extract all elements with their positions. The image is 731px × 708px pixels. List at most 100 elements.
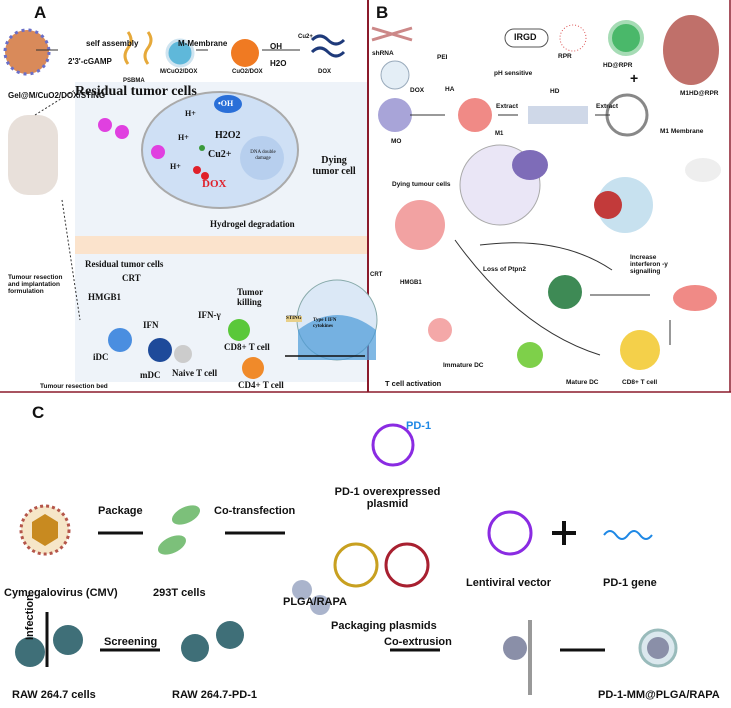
dox-molecule — [201, 172, 209, 180]
tumor-cluster — [597, 177, 653, 233]
oh-radical-label: •OH — [218, 99, 234, 108]
oh-cloud — [214, 95, 242, 113]
293t-cells-label: 293T cells — [153, 587, 206, 599]
gel-sphere — [5, 30, 49, 74]
pd1-gene-wave — [603, 530, 653, 540]
ph-sensitive-label: pH sensitive — [494, 70, 533, 77]
raw-pd1-cell — [216, 621, 244, 649]
hd-rpr-label: HD@RPR — [603, 62, 633, 69]
hydrogel-degradation-label: Hydrogel degradation — [210, 219, 295, 229]
mature-dc-label: Mature DC — [566, 379, 599, 386]
psbma-label: PSBMA — [123, 78, 145, 84]
cd8-b-label: CD8+ T cell — [622, 379, 658, 386]
m1hd-rpr-particle — [663, 15, 719, 85]
cd4-t-cell-a — [242, 357, 264, 379]
cd8-t-cell-b — [620, 330, 660, 370]
irgd-pill — [504, 28, 549, 48]
residual-tumor-title: Residual tumor cells — [75, 84, 197, 99]
dox-cell-label: DOX — [202, 178, 227, 190]
cu2-label: Cu2+ — [298, 34, 313, 40]
h-plus-label: H+ — [178, 133, 189, 142]
extrusion-membrane — [528, 620, 532, 695]
rpr-particle — [559, 24, 587, 52]
m-membrane-label: M-Membrane — [178, 39, 228, 48]
mdc-cell — [148, 338, 172, 362]
h-plus-label: H+ — [170, 162, 181, 171]
lentiviral-vector-plasmid — [487, 510, 533, 556]
plus-sign — [552, 521, 576, 545]
dox-strands — [310, 34, 346, 58]
m1-label: M1 — [495, 131, 504, 137]
pd1-plasmid-label: PD-1 overexpressed plasmid — [334, 486, 441, 511]
pei-label: PEI — [437, 54, 448, 61]
type1-ifn-label: Type I IFN cytokines — [313, 318, 337, 329]
cuo2-dox-particle — [231, 39, 259, 67]
nanoparticle — [115, 125, 129, 139]
hd-rpr-particle — [608, 20, 644, 56]
dox-b-label: DOX — [410, 87, 425, 94]
immature-dc-cell — [428, 318, 452, 342]
extrusion-particle — [503, 636, 527, 660]
cgamp-label: 2'3'-cGAMP — [68, 57, 112, 66]
irgd-label: IRGD — [514, 32, 537, 42]
residual-tumor-small-label: Residual tumor cells — [85, 259, 164, 269]
crt-b-label: CRT — [370, 272, 383, 278]
packaging-plasmid-2 — [384, 542, 430, 588]
pd1-plasmid — [371, 423, 415, 467]
immature-dc-label: Immature DC — [443, 362, 484, 369]
dox-vesicle — [380, 60, 410, 90]
membrane-layer — [528, 106, 588, 124]
raw-pd1-cell — [181, 634, 209, 662]
m1-membrane-label: M1 Membrane — [660, 128, 704, 135]
resection-implant-label: Tumour resection and implantation formul… — [8, 274, 63, 296]
mouse-illustration — [8, 115, 58, 195]
sting-label: STING — [286, 316, 302, 322]
pathway-arrows — [454, 239, 671, 356]
hd-label: HD — [550, 88, 560, 95]
t-cell-green — [548, 275, 582, 309]
nanoparticle — [98, 118, 112, 132]
packaging-plasmid-1 — [333, 542, 379, 588]
dox-molecule — [193, 166, 201, 174]
gel-sphere-pattern — [3, 28, 51, 76]
screening-label: Screening — [104, 636, 158, 648]
oh-label: OH — [270, 42, 282, 51]
package-label: Package — [98, 505, 143, 517]
naive-t-cell-label: Naive T cell — [172, 368, 218, 378]
tissue-layer — [75, 236, 367, 254]
extract-label-1: Extract — [496, 103, 519, 110]
m1-cell — [458, 98, 492, 132]
shrna-strands — [371, 26, 413, 42]
m-cuo2-dox-particle — [165, 38, 195, 68]
nucleus — [240, 136, 284, 180]
plga-rapa-label: PLGA/RAPA — [283, 596, 347, 608]
final-product-label: PD-1-MM@PLGA/RAPA — [598, 689, 720, 701]
idc-cell — [108, 328, 132, 352]
m-cuo2-dox-label: M/CuO2/DOX — [160, 69, 198, 75]
cmv-capsid — [32, 514, 58, 546]
panel-b-letter: B — [376, 3, 389, 22]
mature-dc-cell — [517, 342, 543, 368]
self-assembly-label: self assembly — [86, 39, 139, 48]
pd1-label: PD-1 — [406, 420, 432, 432]
idc-label: iDC — [93, 352, 109, 362]
tumor-cluster-red — [594, 191, 622, 219]
cd8-t-cell-a — [228, 319, 250, 341]
293t-cell — [157, 535, 187, 555]
raw-pd1-label: RAW 264.7-PD-1 — [172, 689, 257, 701]
h2o2-label: H2O2 — [215, 130, 241, 141]
hmgb1-label: HMGB1 — [88, 292, 121, 302]
cd4-t-cell-label: CD4+ T cell — [238, 380, 284, 390]
plga-particle — [310, 595, 330, 615]
dying-tumor-cell-label: Dying tumor cell — [312, 155, 356, 177]
raw-cells-label: RAW 264.7 cells — [12, 689, 96, 701]
t-cell-activation-label: T cell activation — [385, 379, 442, 388]
dna-damage-label: DNA double damage — [250, 150, 276, 161]
ifn-gamma-label: IFN-γ — [198, 310, 221, 320]
ha-label: HA — [445, 86, 455, 93]
m1hd-rpr-label: M1HD@RPR — [680, 90, 719, 97]
h2o-label: H2O — [270, 59, 287, 68]
dox-label: DOX — [318, 69, 332, 75]
co-transfection-label: Co-transfection — [214, 505, 296, 517]
lentiviral-vector-label: Lentiviral vector — [466, 577, 551, 589]
